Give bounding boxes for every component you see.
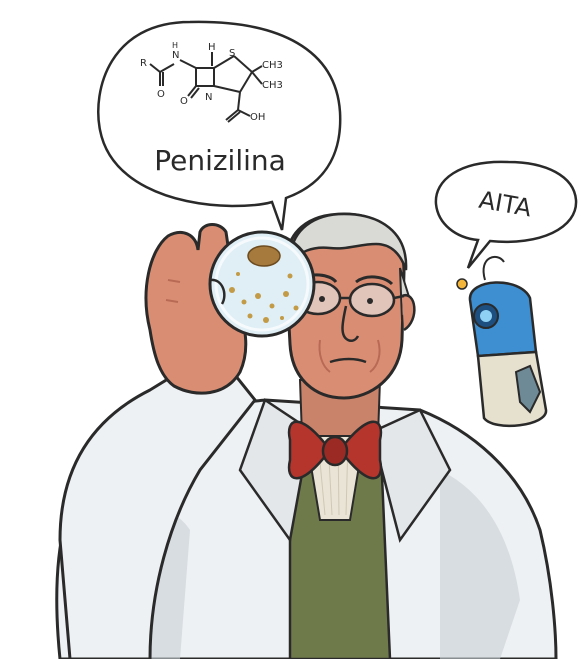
atom-ch3-bottom: CH3 — [262, 80, 283, 91]
robot-character — [456, 255, 548, 428]
atom-h-left: H — [172, 41, 178, 50]
speech-bubble-main: R N H H S CH3 CH3 N O O OH Penizilina — [97, 20, 342, 231]
atom-h-right: H — [208, 42, 216, 53]
petri-dish — [208, 230, 316, 338]
bowtie — [287, 420, 383, 480]
atom-o-ring: O — [180, 96, 188, 107]
scientist-character — [55, 212, 558, 659]
speech-bubble-robot: AITA — [434, 160, 578, 269]
atom-r: R — [140, 58, 147, 69]
atom-oh: OH — [250, 112, 265, 123]
atom-s: S — [229, 48, 235, 59]
speech-bubble-main-text: Penizilina — [154, 144, 286, 177]
atom-ch3-top: CH3 — [262, 60, 283, 71]
atom-o-left: O — [157, 89, 165, 100]
molecule-structure — [149, 52, 263, 123]
atom-n-ring: N — [205, 92, 212, 103]
atom-n-top: N — [172, 50, 179, 61]
